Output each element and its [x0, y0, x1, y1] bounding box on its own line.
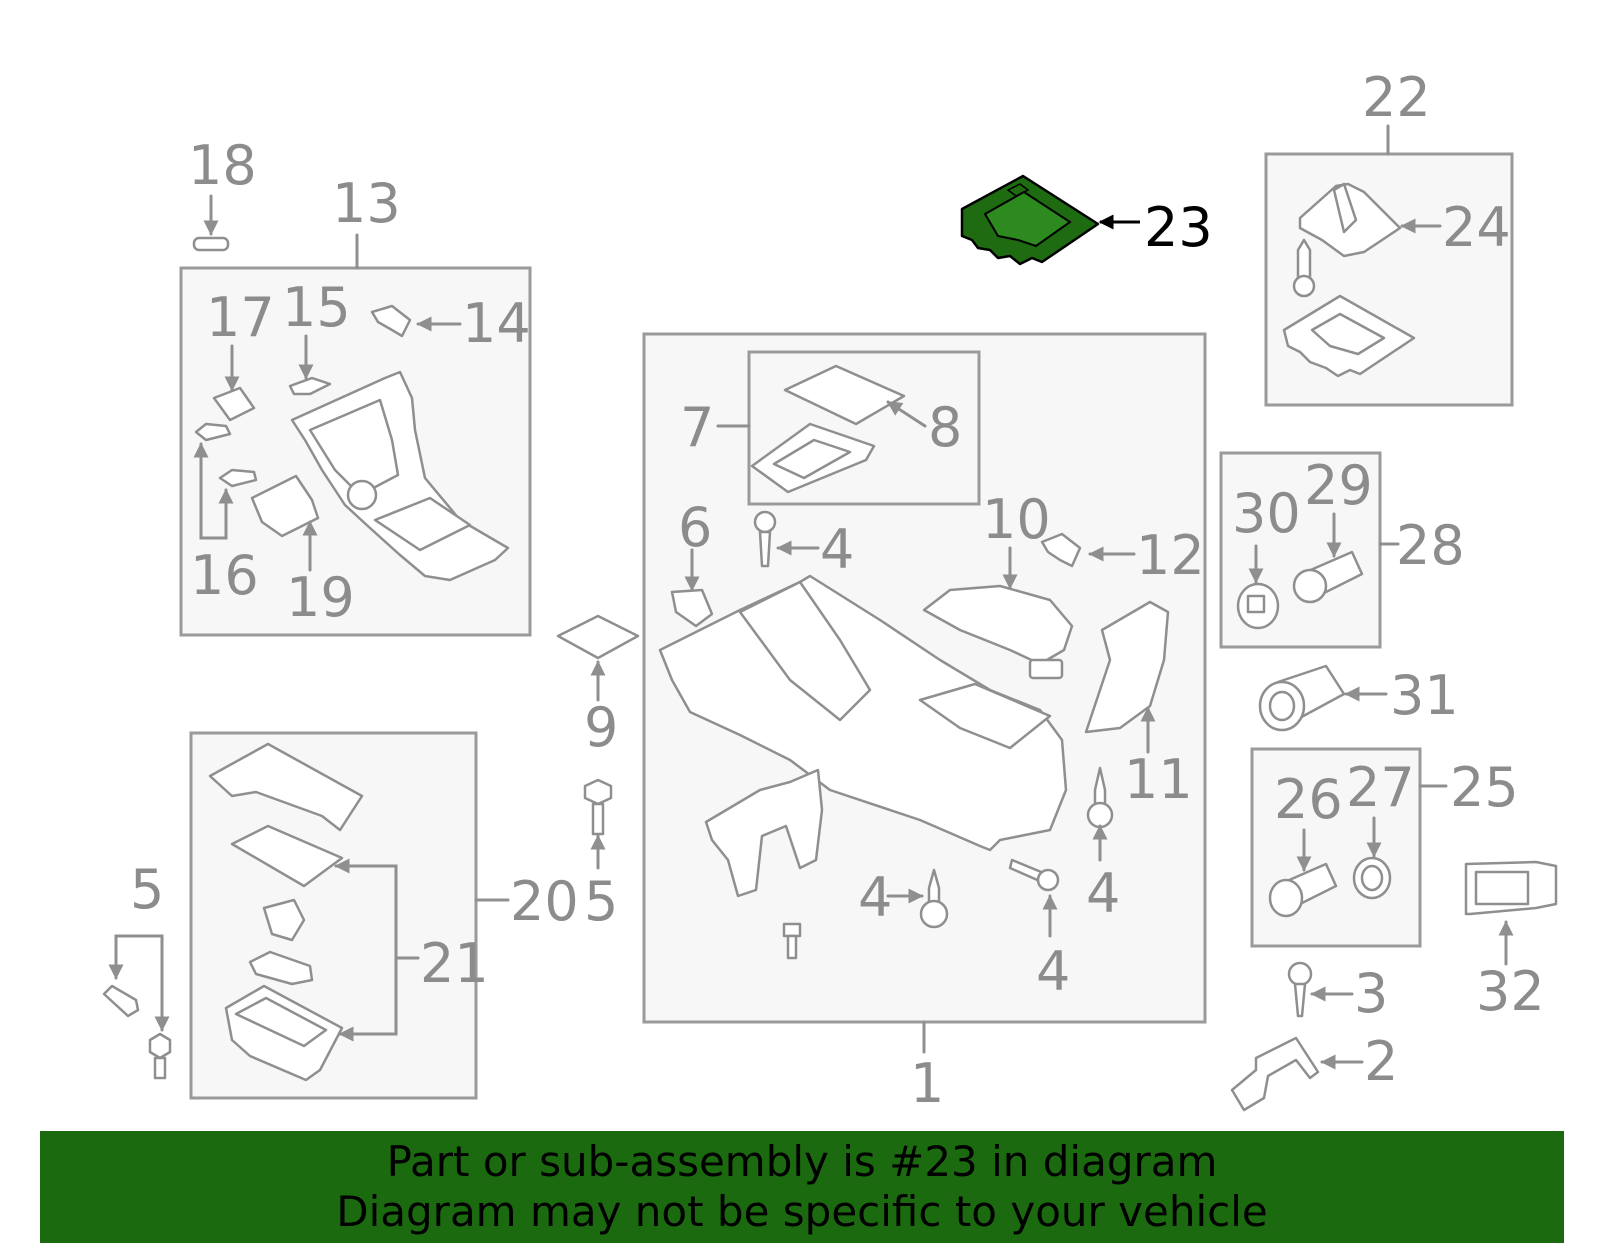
- callout-9: 9: [584, 696, 618, 759]
- part-4-screw-d[interactable]: [1008, 858, 1060, 892]
- callout-4c: 4: [858, 866, 892, 929]
- callout-24: 24: [1442, 196, 1511, 259]
- part-4-screw-a[interactable]: [753, 510, 777, 568]
- callout-4d: 4: [1036, 940, 1070, 1003]
- callout-29: 29: [1304, 454, 1373, 517]
- callout-20: 20: [510, 870, 579, 933]
- callout-22: 22: [1362, 66, 1431, 129]
- part-5-bolt-left-b[interactable]: [148, 1032, 172, 1080]
- part-23-shifter-bezel[interactable]: [960, 174, 1140, 266]
- callout-12: 12: [1136, 524, 1205, 587]
- part-11-end-cap[interactable]: [1084, 600, 1170, 734]
- part-29-power-outlet[interactable]: [1292, 550, 1364, 604]
- callout-19: 19: [286, 566, 355, 629]
- callout-10: 10: [982, 488, 1051, 551]
- callout-17: 17: [206, 286, 275, 349]
- callout-14: 14: [462, 292, 531, 355]
- callout-11: 11: [1124, 748, 1193, 811]
- callout-32: 32: [1476, 960, 1545, 1023]
- callout-23: 23: [1144, 196, 1213, 259]
- part-21-mat[interactable]: [230, 824, 344, 888]
- callout-5b: 5: [584, 870, 618, 933]
- callout-21: 21: [420, 932, 489, 995]
- part-14-clip[interactable]: [370, 304, 412, 338]
- part-19-bracket[interactable]: [250, 474, 320, 538]
- part-24-boot[interactable]: [1298, 182, 1402, 258]
- callout-5a: 5: [130, 858, 164, 921]
- part-31-usb-port[interactable]: [1258, 664, 1346, 732]
- part-lower-bracket[interactable]: [704, 768, 824, 898]
- part-9-pad[interactable]: [556, 614, 640, 660]
- part-18-bulb[interactable]: [192, 236, 230, 252]
- leader-21: [334, 858, 398, 1042]
- part-22-bezel[interactable]: [1282, 294, 1416, 378]
- part-22-screw[interactable]: [1292, 238, 1316, 298]
- callout-27: 27: [1346, 756, 1415, 819]
- callout-7: 7: [680, 396, 714, 459]
- callout-28: 28: [1396, 514, 1465, 577]
- part-4-screw-c[interactable]: [919, 868, 949, 929]
- callout-31: 31: [1390, 664, 1459, 727]
- leader-16: [193, 442, 234, 540]
- callout-15: 15: [282, 276, 351, 339]
- part-2-bracket[interactable]: [1230, 1036, 1320, 1112]
- callout-26: 26: [1274, 768, 1343, 831]
- callout-18: 18: [188, 134, 257, 197]
- part-5-bolt-center[interactable]: [583, 778, 613, 836]
- part-21-bin[interactable]: [224, 984, 344, 1082]
- callout-25: 25: [1450, 756, 1519, 819]
- part-30-socket-cap[interactable]: [1236, 582, 1280, 630]
- part-27-ring[interactable]: [1352, 856, 1392, 900]
- info-banner: Part or sub-assembly is #23 in diagram D…: [40, 1131, 1564, 1243]
- part-3-screw[interactable]: [1287, 961, 1313, 1018]
- callout-2: 2: [1364, 1030, 1398, 1093]
- part-12-clip[interactable]: [1040, 532, 1082, 568]
- part-7-tray[interactable]: [750, 422, 876, 494]
- part-8-mat[interactable]: [783, 364, 906, 426]
- callout-16: 16: [190, 544, 259, 607]
- banner-line-1: Part or sub-assembly is #23 in diagram: [386, 1137, 1218, 1186]
- callout-1: 1: [910, 1052, 944, 1115]
- part-5-bolt-left-a[interactable]: [102, 984, 140, 1018]
- callout-6: 6: [678, 496, 712, 559]
- callout-3: 3: [1354, 962, 1388, 1025]
- leader-8: [886, 400, 927, 428]
- callout-13: 13: [332, 172, 401, 235]
- leader-5a: [108, 934, 170, 1032]
- part-13-console-panel[interactable]: [290, 370, 510, 582]
- part-21-upper-trim[interactable]: [208, 742, 364, 832]
- callout-30: 30: [1232, 482, 1301, 545]
- part-21-clip[interactable]: [262, 898, 306, 942]
- callout-4a: 4: [820, 518, 854, 581]
- part-10-armrest-lid[interactable]: [922, 584, 1074, 680]
- part-1-console-body[interactable]: [658, 574, 1068, 852]
- part-small-bolt[interactable]: [782, 922, 802, 960]
- part-32-module[interactable]: [1464, 860, 1558, 916]
- part-21-pad[interactable]: [248, 950, 314, 986]
- callout-4b: 4: [1086, 862, 1120, 925]
- banner-line-2: Diagram may not be specific to your vehi…: [336, 1187, 1268, 1236]
- callout-8: 8: [928, 396, 962, 459]
